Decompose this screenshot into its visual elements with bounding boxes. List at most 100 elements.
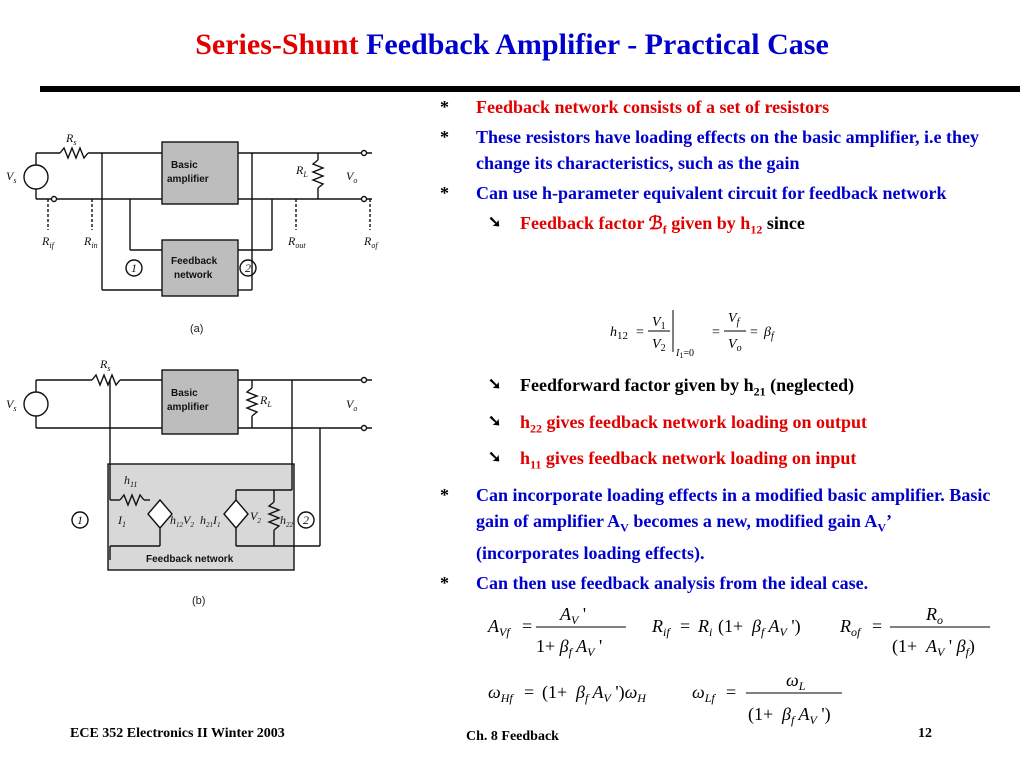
rl-resistor-icon	[311, 159, 325, 189]
svg-text:ωLf: ωLf	[692, 682, 716, 705]
voltage-source-b-icon	[23, 391, 49, 417]
svg-text:V1: V1	[652, 315, 666, 332]
voltage-source-icon	[23, 164, 49, 190]
equation-row-2: ωHf = (1+ βf AV ')ωH ωLf = ωL (1+ βf AV …	[486, 666, 866, 735]
svg-text:AVf: AVf	[487, 616, 511, 639]
basic-amp-label-1: Basic	[171, 160, 198, 171]
svg-text:Rif: Rif	[651, 616, 671, 639]
equation-row-2-svg: ωHf = (1+ βf AV ')ωH ωLf = ωL (1+ βf AV …	[488, 670, 842, 727]
bullet-3: * Can use h-parameter equivalent circuit…	[436, 180, 996, 206]
label-rout: Rout	[287, 234, 306, 250]
svg-text:βf AV '): βf AV ')	[781, 704, 831, 727]
svg-text:βf: βf	[763, 325, 775, 342]
bullet-marker: *	[440, 127, 449, 147]
bullet-marker: *	[440, 97, 449, 117]
bullet-5: * Can then use feedback analysis from th…	[436, 570, 996, 596]
svg-text:(1+: (1+	[718, 616, 743, 637]
svg-text:Ro: Ro	[925, 604, 943, 627]
label-b-vs: Vs	[6, 397, 16, 413]
label-vo: Vo	[346, 169, 357, 185]
label-v2: V2	[250, 509, 261, 525]
bullet-1-text: Feedback network consists of a set of re…	[476, 97, 830, 117]
bullet-2: * These resistors have loading effects o…	[436, 124, 996, 176]
bullet-4: * Can incorporate loading effects in a m…	[436, 482, 996, 567]
bullet-5-text: Can then use feedback analysis from the …	[476, 573, 869, 594]
slide-title: Series-Shunt Feedback Amplifier - Practi…	[0, 28, 1024, 62]
svg-text:I1=0: I1=0	[675, 348, 694, 360]
svg-text:Vo: Vo	[728, 337, 742, 354]
feedback-net-label-2: network	[174, 270, 213, 281]
port-2-label: 2	[245, 261, 251, 275]
diagram-b-caption: (b)	[192, 595, 205, 607]
h22-resistor-icon	[267, 501, 281, 531]
label-b-rs: Rs	[99, 357, 110, 373]
svg-text:(1+: (1+	[892, 636, 917, 657]
label-h12v2: h12V2	[170, 513, 194, 529]
arrow-bullet-icon: ➘	[488, 214, 502, 231]
circuit-diagram-a: Basic amplifier Feedback network Rs Vs R…	[0, 100, 392, 338]
label-i1: I1	[117, 513, 126, 529]
rs-resistor-icon	[59, 146, 89, 160]
diagram-a-caption: (a)	[190, 323, 203, 335]
footer-page-number: 12	[918, 726, 932, 741]
bullet-marker: *	[440, 573, 449, 594]
circuit-diagram-b: Basic amplifier Feedback network Rs Vs R…	[0, 350, 392, 612]
rs-resistor-b-icon	[91, 373, 121, 387]
sub-bullet-feedback-factor: ➘ Feedback factor ℬf given by h12 since	[436, 210, 996, 243]
feedback-net-b-label: Feedback network	[146, 554, 234, 565]
label-rl: RL	[295, 163, 308, 179]
bullet-list-continued: ➘ Feedforward factor given by h21 (negle…	[436, 372, 996, 600]
footer-course: ECE 352 Electronics II Winter 2003	[70, 726, 285, 741]
svg-text:h12: h12	[610, 325, 628, 342]
label-b-rl: RL	[259, 393, 272, 409]
sub-bullet-h22: ➘ h22 gives feedback network loading on …	[436, 409, 996, 442]
bullet-list: * Feedback network consists of a set of …	[436, 94, 996, 247]
label-h11: h11	[124, 473, 137, 489]
equation-row-1-svg: AVf = AV ' 1+ βf AV ' Rif = Ri (1+ βf AV…	[487, 604, 990, 659]
svg-text:ωL: ωL	[786, 670, 806, 693]
svg-text:AV ' βf): AV ' βf)	[925, 636, 975, 659]
feedback-net-label-1: Feedback	[171, 256, 218, 267]
svg-text:=: =	[522, 616, 532, 636]
footer-chapter: Ch. 8 Feedback	[466, 729, 559, 744]
svg-text:=: =	[750, 325, 758, 340]
h11-resistor-icon	[119, 493, 145, 507]
basic-amp-label-2: amplifier	[167, 174, 209, 185]
arrow-bullet-icon: ➘	[488, 376, 502, 393]
svg-text:1+ βf AV ': 1+ βf AV '	[536, 636, 602, 659]
bullet-3-text: Can use h-parameter equivalent circuit f…	[476, 183, 947, 203]
label-rs: Rs	[65, 131, 76, 147]
label-h21i1: h21I1	[200, 513, 221, 529]
sub-bullet-h11: ➘ h11 gives feedback network loading on …	[436, 445, 996, 478]
svg-text:Rof: Rof	[839, 616, 862, 639]
svg-text:=: =	[872, 616, 882, 636]
sub-bullet-feedforward: ➘ Feedforward factor given by h21 (negle…	[436, 372, 996, 405]
arrow-bullet-icon: ➘	[488, 449, 502, 467]
equation-row-1: AVf = AV ' 1+ βf AV ' Rif = Ri (1+ βf AV…	[486, 600, 1006, 667]
basic-amp-b-label-1: Basic	[171, 388, 198, 399]
circuit-b-svg: Basic amplifier Feedback network Rs Vs R…	[6, 357, 372, 607]
bullet-marker: *	[440, 183, 449, 203]
port-b-2-label: 2	[303, 513, 309, 527]
label-b-vo: Vo	[346, 397, 357, 413]
port-1-label: 1	[131, 261, 137, 275]
svg-text:V2: V2	[652, 337, 666, 354]
svg-text:=: =	[524, 682, 534, 702]
svg-text:(1+: (1+	[542, 682, 567, 703]
rl-resistor-b-icon	[245, 387, 259, 417]
svg-text:Ri: Ri	[697, 616, 712, 639]
svg-text:ωHf: ωHf	[488, 682, 514, 705]
title-part-blue: Feedback Amplifier - Practical Case	[366, 28, 829, 61]
svg-text:AV ': AV '	[559, 604, 586, 627]
basic-amp-b-label-2: amplifier	[167, 402, 209, 413]
bullet-2-text: These resistors have loading effects on …	[476, 127, 979, 173]
label-vs: Vs	[6, 169, 16, 185]
circuit-a-svg: Basic amplifier Feedback network Rs Vs R…	[6, 131, 379, 335]
bullet-1: * Feedback network consists of a set of …	[436, 94, 996, 120]
title-rule	[40, 86, 1020, 92]
arrow-bullet-icon: ➘	[488, 412, 502, 430]
svg-text:=: =	[726, 682, 736, 702]
svg-text:=: =	[680, 616, 690, 636]
equation-h12-svg: h12 = V1 V2 I1=0 = Vf Vo = βf	[610, 310, 775, 360]
svg-text:(1+: (1+	[748, 704, 773, 725]
